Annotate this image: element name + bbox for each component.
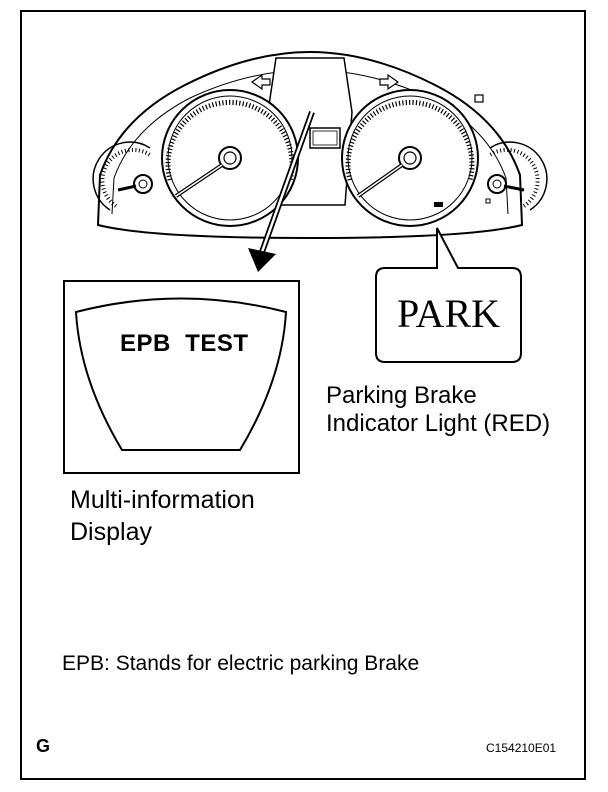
temperature-gauge bbox=[485, 141, 548, 211]
center-small-display bbox=[309, 127, 341, 149]
figure-frame bbox=[20, 10, 586, 780]
display-screen-text: EPB TEST bbox=[120, 330, 249, 357]
figure-code: C154210E01 bbox=[486, 741, 557, 755]
display-pointer-arrow bbox=[248, 110, 315, 272]
multi-info-label-line2: Display bbox=[70, 518, 152, 546]
park-indicator-lamp bbox=[434, 202, 443, 207]
multi-info-label-line1: Multi-information bbox=[70, 486, 255, 514]
multi-info-screen bbox=[74, 297, 288, 451]
park-indicator-text: PARK bbox=[396, 291, 501, 336]
parking-brake-label-line1: Parking Brake bbox=[326, 382, 477, 409]
footnote: EPB: Stands for electric parking Brake bbox=[62, 652, 420, 675]
indicator-small-icon bbox=[474, 94, 484, 103]
parking-brake-label-line2: Indicator Light (RED) bbox=[326, 410, 551, 437]
corner-mark: G bbox=[36, 736, 51, 756]
left-turn-icon bbox=[250, 73, 271, 91]
park-callout bbox=[375, 227, 522, 363]
fuel-gauge bbox=[92, 141, 153, 211]
tachometer-gauge bbox=[341, 89, 479, 227]
right-turn-icon bbox=[379, 73, 400, 91]
